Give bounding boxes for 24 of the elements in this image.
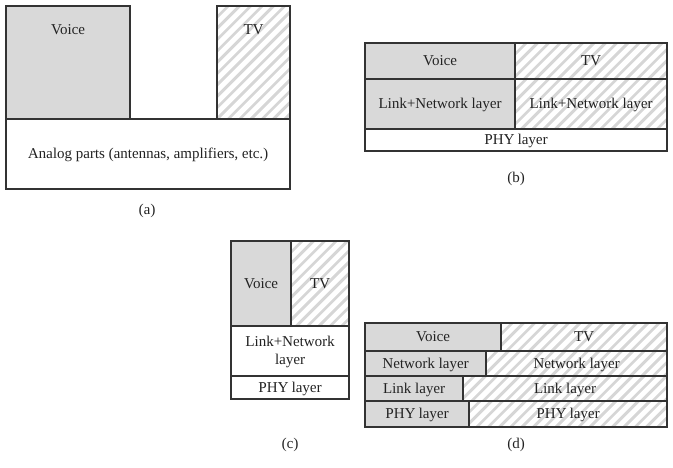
panel-caption: (d) xyxy=(507,436,525,453)
layer-block: Voice xyxy=(230,240,292,327)
layer-block: Voice xyxy=(364,42,516,80)
layer-block: Link layer xyxy=(364,375,464,402)
panel-caption: (a) xyxy=(138,202,156,219)
layer-block: Network layer xyxy=(364,350,487,377)
layer-block: Link+Network layer xyxy=(230,325,350,377)
panel-caption: (b) xyxy=(507,170,525,187)
layer-block: TV xyxy=(500,322,668,352)
layer-block: Analog parts (antennas, amplifiers, etc.) xyxy=(5,118,291,190)
layer-block: Link+Network layer xyxy=(514,78,668,130)
panel-caption: (c) xyxy=(282,436,298,453)
layer-block: Network layer xyxy=(485,350,668,377)
layer-block: PHY layer xyxy=(364,400,470,428)
layer-block: TV xyxy=(514,42,668,80)
layer-block: PHY layer xyxy=(364,128,668,152)
layer-block: TV xyxy=(216,5,291,120)
layer-block: Voice xyxy=(5,5,131,120)
layer-block: PHY layer xyxy=(230,375,350,400)
layer-block: PHY layer xyxy=(468,400,668,428)
layer-block: Link layer xyxy=(462,375,668,402)
layer-block: Link+Network layer xyxy=(364,78,516,130)
layer-block: Voice xyxy=(364,322,502,352)
layer-block: TV xyxy=(290,240,350,327)
